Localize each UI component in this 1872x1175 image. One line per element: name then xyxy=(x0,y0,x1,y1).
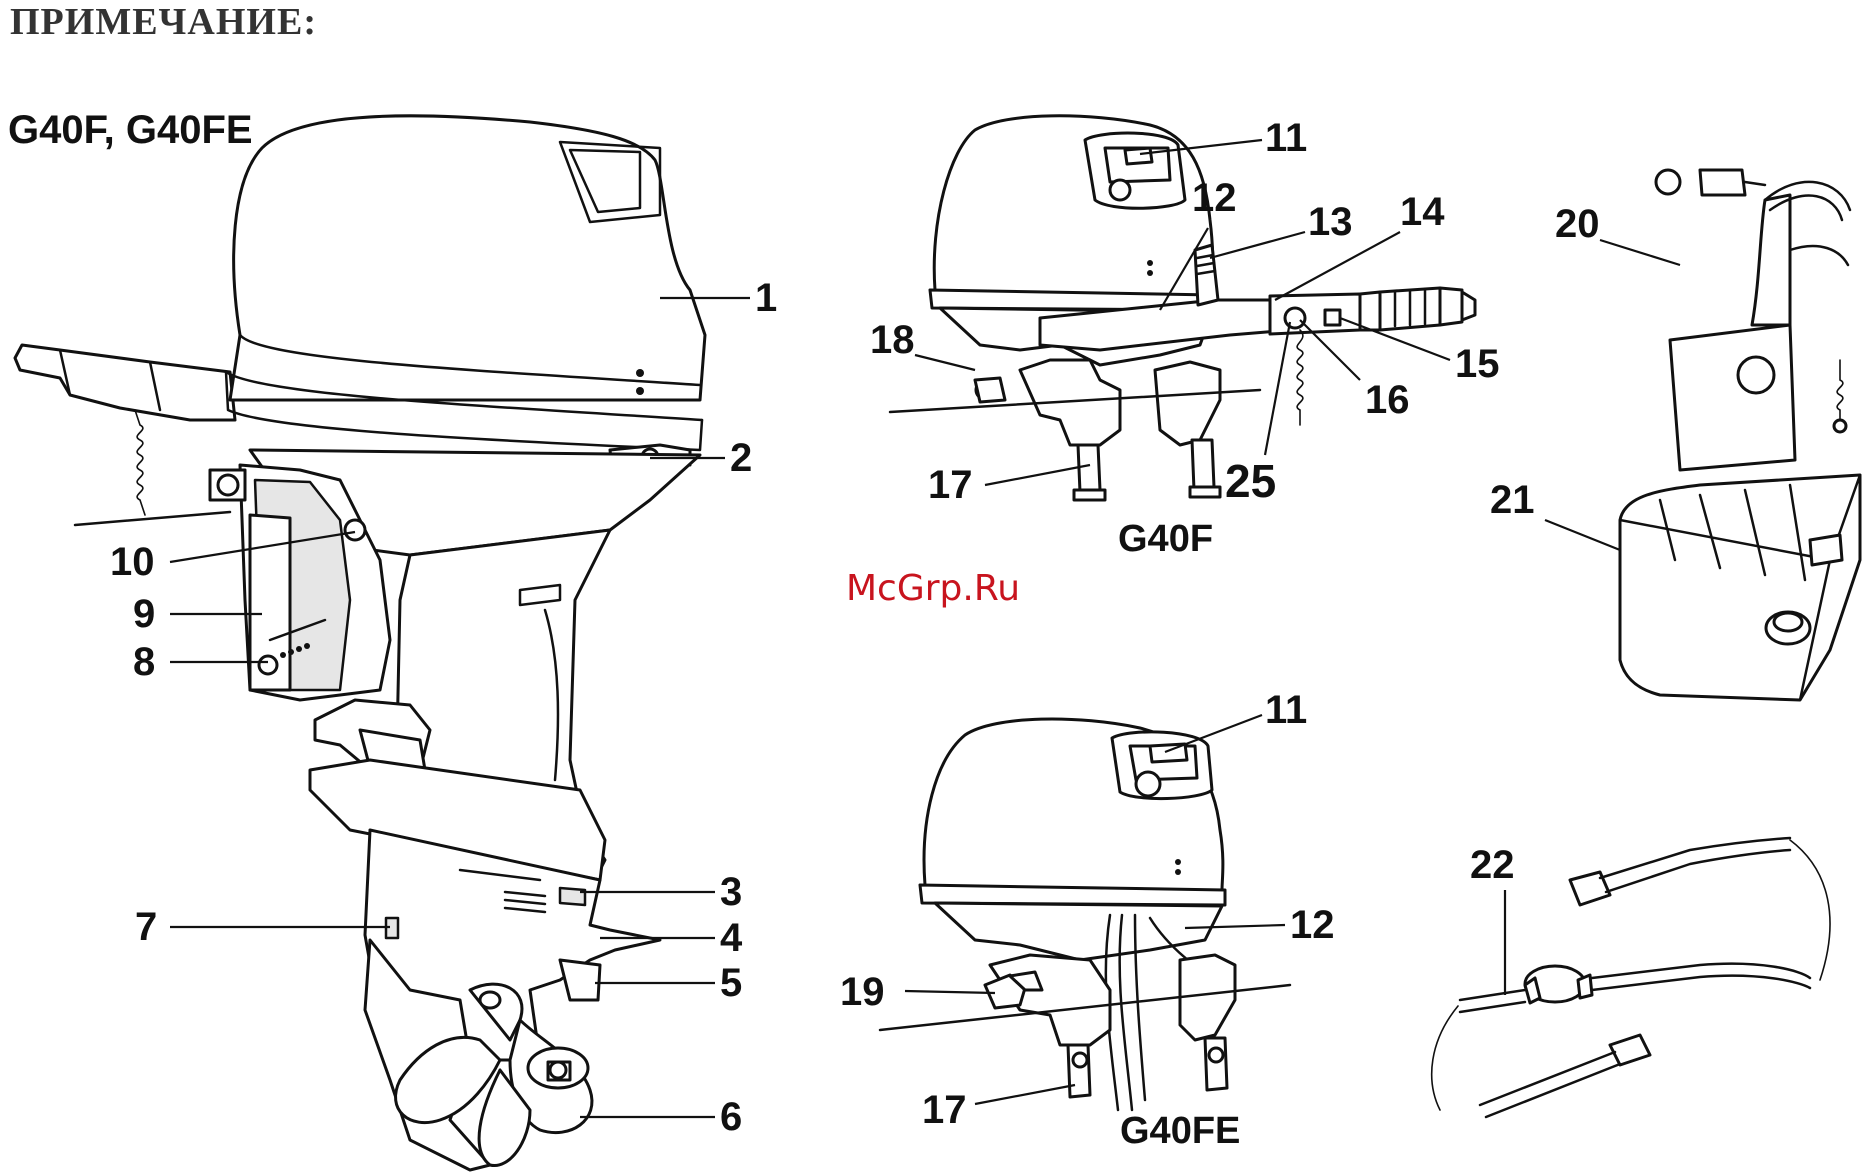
callout-20: 20 xyxy=(1555,204,1600,244)
callout-12-g40fe: 12 xyxy=(1290,905,1335,945)
g40f-motor-view xyxy=(890,116,1475,500)
callout-11-g40fe: 11 xyxy=(1265,690,1307,730)
main-outboard-motor xyxy=(15,116,705,1170)
model-label-g40fe: G40FE xyxy=(1120,1110,1240,1153)
callout-1: 1 xyxy=(755,278,777,318)
g40fe-motor-view xyxy=(880,719,1290,1110)
fuel-tank xyxy=(1545,475,1860,700)
callout-17-g40fe: 17 xyxy=(922,1090,967,1130)
callout-18: 18 xyxy=(870,320,915,360)
callout-13: 13 xyxy=(1308,202,1353,242)
page-header: ПРИМЕЧАНИЕ: xyxy=(10,0,317,44)
callout-7: 7 xyxy=(135,907,157,947)
model-label-main: G40F, G40FE xyxy=(8,108,253,153)
callout-11-g40f: 11 xyxy=(1265,118,1307,158)
remote-control-box xyxy=(1600,170,1850,470)
callout-22: 22 xyxy=(1470,845,1515,885)
callout-8: 8 xyxy=(133,642,155,682)
watermark: McGrp.Ru xyxy=(846,568,1020,609)
callout-6: 6 xyxy=(720,1097,742,1137)
callout-15: 15 xyxy=(1455,344,1500,384)
callout-12-g40f: 12 xyxy=(1192,178,1237,218)
callout-17-g40f: 17 xyxy=(928,465,973,505)
model-label-g40f: G40F xyxy=(1118,518,1213,561)
callout-21: 21 xyxy=(1490,480,1535,520)
callout-4: 4 xyxy=(720,918,742,958)
callout-10: 10 xyxy=(110,542,155,582)
callout-5: 5 xyxy=(720,963,742,1003)
callout-9: 9 xyxy=(133,594,155,634)
callout-14: 14 xyxy=(1400,192,1445,232)
callout-3: 3 xyxy=(720,872,742,912)
callout-19: 19 xyxy=(840,972,885,1012)
callout-16: 16 xyxy=(1365,380,1410,420)
callout-25: 25 xyxy=(1225,458,1276,504)
callout-2: 2 xyxy=(730,438,752,478)
